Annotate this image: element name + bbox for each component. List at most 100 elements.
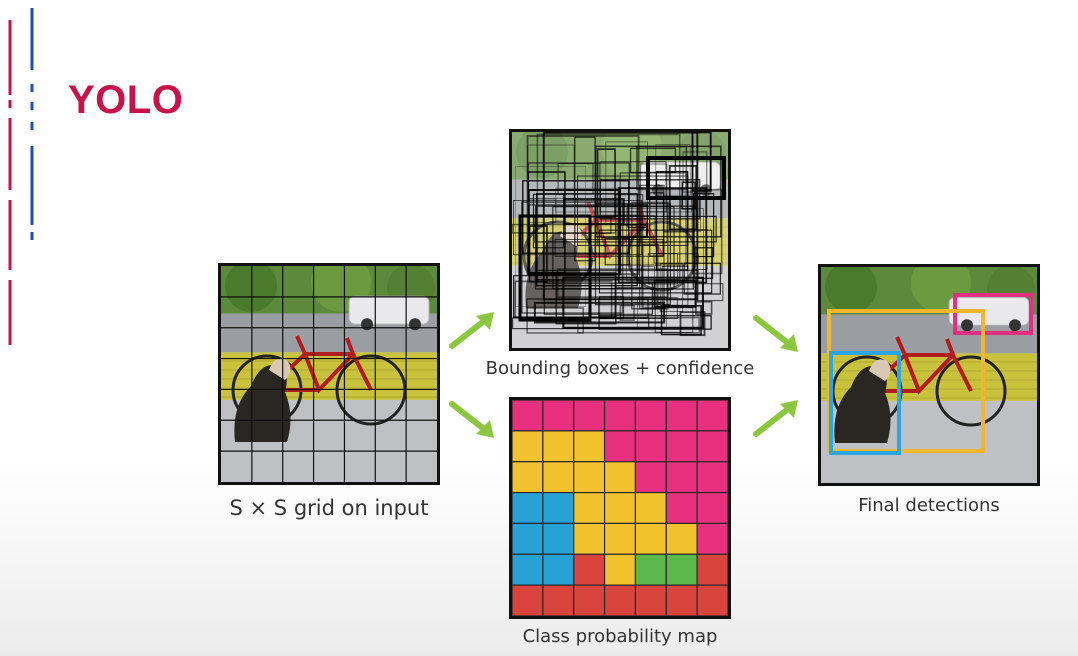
arrow-head: [780, 400, 798, 418]
class-cell: [573, 584, 606, 616]
predicted-box: [536, 133, 681, 281]
class-cell: [512, 430, 544, 463]
class-cell: [603, 461, 637, 494]
class-cell: [665, 553, 698, 586]
class-cell: [665, 584, 698, 616]
arrow-head: [476, 420, 494, 438]
class-cell: [542, 491, 575, 525]
class-cell: [634, 430, 667, 463]
class-cell: [665, 430, 698, 463]
predicted-box: [528, 198, 557, 223]
arrow-from-boxes-icon: [753, 315, 798, 352]
predicted-box: [604, 237, 631, 266]
predicted-box: [695, 300, 713, 315]
class-cell: [573, 553, 606, 586]
class-cell: [665, 400, 698, 432]
class-cell: [573, 461, 606, 494]
class-cell: [696, 584, 728, 616]
class-cells: [512, 400, 728, 616]
class-probability-panel: [509, 397, 731, 619]
arrow-shaft: [753, 406, 791, 437]
tree: [825, 267, 877, 313]
predicted-box: [655, 144, 691, 196]
tree: [225, 266, 277, 312]
class-cell: [603, 491, 637, 525]
class-cell: [665, 522, 698, 555]
arrow-to-boxes-icon: [449, 312, 494, 349]
predicted-box: [681, 181, 696, 210]
dog-detection-box: [829, 351, 901, 455]
class-cell: [603, 430, 637, 463]
class-cell: [603, 553, 637, 586]
bike-frame: [865, 336, 973, 395]
predicted-boxes: [512, 132, 726, 337]
class-cell: [573, 491, 606, 525]
class-probability-caption: Class probability map: [522, 626, 718, 647]
class-cell: [603, 522, 637, 555]
final-detections-caption: Final detections: [858, 495, 1000, 516]
predicted-box: [661, 266, 689, 306]
class-cell: [665, 461, 698, 494]
class-cell: [542, 430, 575, 463]
bike-wheel: [935, 355, 1007, 427]
predicted-box: [683, 262, 721, 295]
class-cell: [696, 491, 728, 525]
predicted-box: [515, 166, 586, 308]
final-detections-image: [821, 267, 1037, 483]
arrow-head: [780, 334, 798, 352]
photo-scene: [221, 266, 437, 482]
sxs-grid: [221, 266, 437, 482]
predicted-box: [659, 263, 683, 312]
predicted-box: [521, 201, 624, 314]
class-probability-map: [512, 400, 728, 616]
detection-boxes: [827, 293, 1033, 455]
class-cell: [512, 491, 544, 525]
predicted-box: [691, 132, 712, 192]
class-cell: [634, 522, 667, 555]
final-detections-panel: [818, 264, 1040, 486]
predicted-box: [555, 271, 617, 325]
class-cell: [696, 522, 728, 555]
bounding-boxes-panel: [509, 129, 731, 351]
car-wheel: [361, 318, 373, 331]
class-cell: [634, 400, 667, 432]
arrow-head: [476, 312, 494, 330]
class-cell: [634, 461, 667, 494]
dog-body: [234, 365, 291, 442]
class-cell: [542, 584, 575, 616]
bounding-boxes-image: [512, 132, 728, 348]
bounding-boxes-caption: Bounding boxes + confidence: [485, 358, 755, 379]
car-detection-box: [953, 293, 1033, 335]
class-cell: [696, 461, 728, 494]
class-cell: [512, 461, 544, 494]
car: [348, 295, 430, 325]
slide-title: YOLO: [68, 78, 184, 122]
class-cell: [573, 522, 606, 555]
dog-body: [834, 366, 891, 443]
class-cell: [512, 522, 544, 555]
class-cell: [634, 553, 667, 586]
predicted-box: [619, 304, 635, 321]
dog-face: [269, 358, 291, 380]
photo-scene: [821, 267, 1037, 483]
predicted-box: [512, 317, 650, 330]
input-grid-caption: S × S grid on input: [229, 496, 429, 520]
car-wheel: [961, 319, 973, 332]
class-cell: [573, 430, 606, 463]
arrow-shaft: [449, 318, 487, 349]
arrow-from-classmap-icon: [753, 400, 798, 437]
class-cell: [603, 584, 637, 616]
arrow-shaft: [449, 401, 487, 432]
class-cell: [634, 491, 667, 525]
arrow-shaft: [753, 315, 791, 346]
class-cell: [696, 400, 728, 432]
class-cell: [573, 400, 606, 432]
class-cell: [512, 400, 544, 432]
predicted-box: [557, 163, 594, 195]
predicted-box: [641, 243, 659, 309]
class-cell: [696, 430, 728, 463]
input-image-with-grid: [221, 266, 437, 482]
car-wheel: [1009, 319, 1021, 332]
predicted-box: [528, 225, 548, 283]
class-cell: [542, 461, 575, 494]
